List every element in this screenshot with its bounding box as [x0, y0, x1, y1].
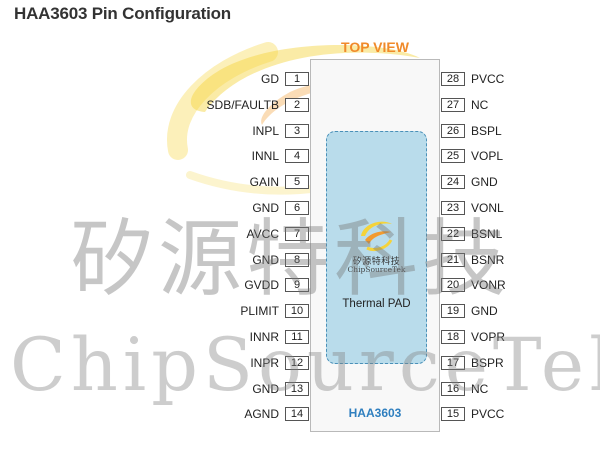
pin-name: GVDD	[244, 278, 279, 292]
company-logo-icon	[361, 221, 393, 252]
part-number-label: HAA3603	[348, 406, 402, 420]
pin-number-box: 24	[441, 175, 465, 189]
pin-number-box: 14	[285, 407, 309, 421]
pin-row: BSNL 22	[440, 226, 560, 242]
pin-row: VONR 20	[440, 277, 560, 293]
pin-row: INNR 11	[150, 329, 310, 345]
pin-number-box: 1	[285, 72, 309, 86]
pin-row: GND 8	[150, 252, 310, 268]
pin-number-box: 8	[285, 253, 309, 267]
pin-name: PVCC	[471, 72, 505, 86]
pin-name: VONL	[471, 201, 504, 215]
pin-name: GAIN	[249, 175, 279, 189]
company-name-chinese: 矽源特科技	[352, 256, 401, 266]
pin-name: BSNR	[471, 253, 505, 267]
pin-number-box: 25	[441, 149, 465, 163]
pin-row: NC 16	[440, 381, 560, 397]
pin-row: GAIN 5	[150, 174, 310, 190]
pin-number-box: 12	[285, 356, 309, 370]
pin-row: VONL 23	[440, 200, 560, 216]
pin-row: GND 24	[440, 174, 560, 190]
pin-name: NC	[471, 98, 489, 112]
pin-number-box: 21	[441, 253, 465, 267]
pin-row: INNL 4	[150, 148, 310, 164]
pin-row: INPR 12	[150, 355, 310, 371]
pin-name: GND	[252, 201, 279, 215]
pin-name: INPL	[252, 124, 279, 138]
company-name-english: ChipSourceTek	[347, 265, 406, 274]
pin-name: GND	[471, 175, 498, 189]
pin-row: VOPL 25	[440, 148, 560, 164]
pin-row: SDB/FAULTB 2	[150, 97, 310, 113]
pin-number-box: 3	[285, 124, 309, 138]
pin-name: GND	[252, 382, 279, 396]
pin-number-box: 13	[285, 382, 309, 396]
pin-row: GVDD 9	[150, 277, 310, 293]
pin-row: VOPR 18	[440, 329, 560, 345]
pin-number-box: 9	[285, 278, 309, 292]
thermal-pad	[326, 131, 427, 364]
pin-name: SDB/FAULTB	[206, 98, 279, 112]
pin-row: GND 13	[150, 381, 310, 397]
pin-name: PVCC	[471, 407, 505, 421]
pin-number-box: 5	[285, 175, 309, 189]
pin-number-box: 15	[441, 407, 465, 421]
diagram-title: HAA3603 Pin Configuration	[14, 4, 231, 23]
pin-name: GND	[252, 253, 279, 267]
pin-name: BSNL	[471, 227, 503, 241]
pin-row: PLIMIT 10	[150, 303, 310, 319]
pin-number-box: 19	[441, 304, 465, 318]
top-view-label: TOP VIEW	[341, 39, 409, 55]
pin-name: BSPL	[471, 124, 502, 138]
pin-number-box: 23	[441, 201, 465, 215]
pin-number-box: 11	[285, 330, 309, 344]
pin-row: GND 19	[440, 303, 560, 319]
pin-name: VOPL	[471, 149, 504, 163]
pin-number-box: 27	[441, 98, 465, 112]
pin-name: INPR	[250, 356, 279, 370]
pin-row: GND 6	[150, 200, 310, 216]
pin-name: AGND	[244, 407, 279, 421]
pin-number-box: 2	[285, 98, 309, 112]
pin-number-box: 4	[285, 149, 309, 163]
pin-number-box: 7	[285, 227, 309, 241]
pin-name: VONR	[471, 278, 506, 292]
pin-row: INPL 3	[150, 123, 310, 139]
pin-number-box: 22	[441, 227, 465, 241]
pin-row: AGND 14	[150, 406, 310, 422]
pin-row: BSNR 21	[440, 252, 560, 268]
pin-name: INNR	[249, 330, 279, 344]
thermal-pad-label: Thermal PAD	[342, 298, 411, 310]
pin-number-box: 18	[441, 330, 465, 344]
pin-name: GND	[471, 304, 498, 318]
watermark-english: ChipSourceTek	[10, 323, 600, 408]
pin-row: AVCC 7	[150, 226, 310, 242]
pin-row: BSPL 26	[440, 123, 560, 139]
pin-name: INNL	[251, 149, 279, 163]
pin-number-box: 17	[441, 356, 465, 370]
pin-number-box: 6	[285, 201, 309, 215]
pin-number-box: 20	[441, 278, 465, 292]
pin-row: BSPR 17	[440, 355, 560, 371]
pin-row: PVCC 28	[440, 71, 560, 87]
pin-name: GD	[261, 72, 279, 86]
pin-row: NC 27	[440, 97, 560, 113]
pin-number-box: 26	[441, 124, 465, 138]
pin-number-box: 28	[441, 72, 465, 86]
pin-row: GD 1	[150, 71, 310, 87]
pin-number-box: 10	[285, 304, 309, 318]
pin-name: VOPR	[471, 330, 506, 344]
pin-row: PVCC 15	[440, 406, 560, 422]
pin-name: NC	[471, 382, 489, 396]
pin-name: BSPR	[471, 356, 504, 370]
watermark-chinese: 矽源特科技	[70, 210, 511, 308]
pin-name: PLIMIT	[240, 304, 279, 318]
pin-number-box: 16	[441, 382, 465, 396]
pin-name: AVCC	[246, 227, 279, 241]
